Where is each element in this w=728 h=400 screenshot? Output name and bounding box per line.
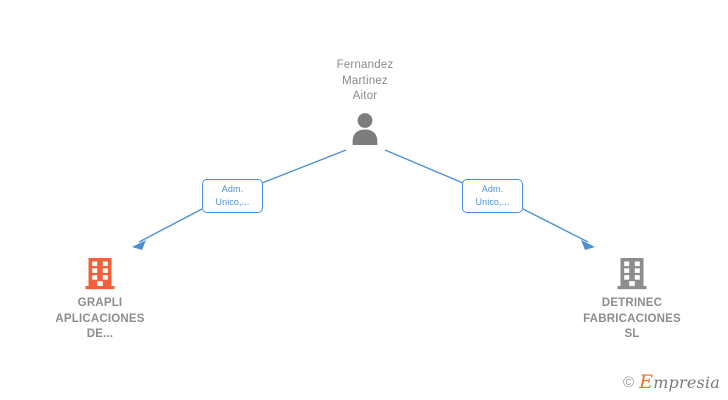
building-icon [617,258,647,290]
edge-label-left[interactable]: Adm. Unico,... [202,179,263,213]
company-node-right[interactable]: DETRINEC FABRICACIONES SL [557,256,707,343]
edge-right-lower-segment [522,208,589,243]
building-icon [85,258,115,290]
edge-label-right[interactable]: Adm. Unico,... [462,179,523,213]
edge-left-lower-segment [138,208,203,243]
company-node-left[interactable]: GRAPLI APLICACIONES DE... [25,256,175,343]
edge-left-arrowhead [132,240,146,250]
brand-rest: mpresia [653,373,720,392]
person-name-label: Fernandez Martinez Aitor [336,59,394,102]
company-name-label: GRAPLI APLICACIONES DE... [55,297,145,340]
brand-initial: E [639,371,654,393]
edge-right-upper-segment [384,149,464,184]
company-name-label: DETRINEC FABRICACIONES SL [583,297,681,340]
person-node[interactable]: Fernandez Martinez Aitor [295,58,435,150]
copyright-icon: © [623,374,635,391]
empresia-watermark: © Empresia [623,373,720,392]
edge-right-arrowhead [581,240,595,250]
brand-name: Empresia [639,373,720,392]
person-icon [352,112,378,145]
edge-left-upper-segment [261,149,347,184]
